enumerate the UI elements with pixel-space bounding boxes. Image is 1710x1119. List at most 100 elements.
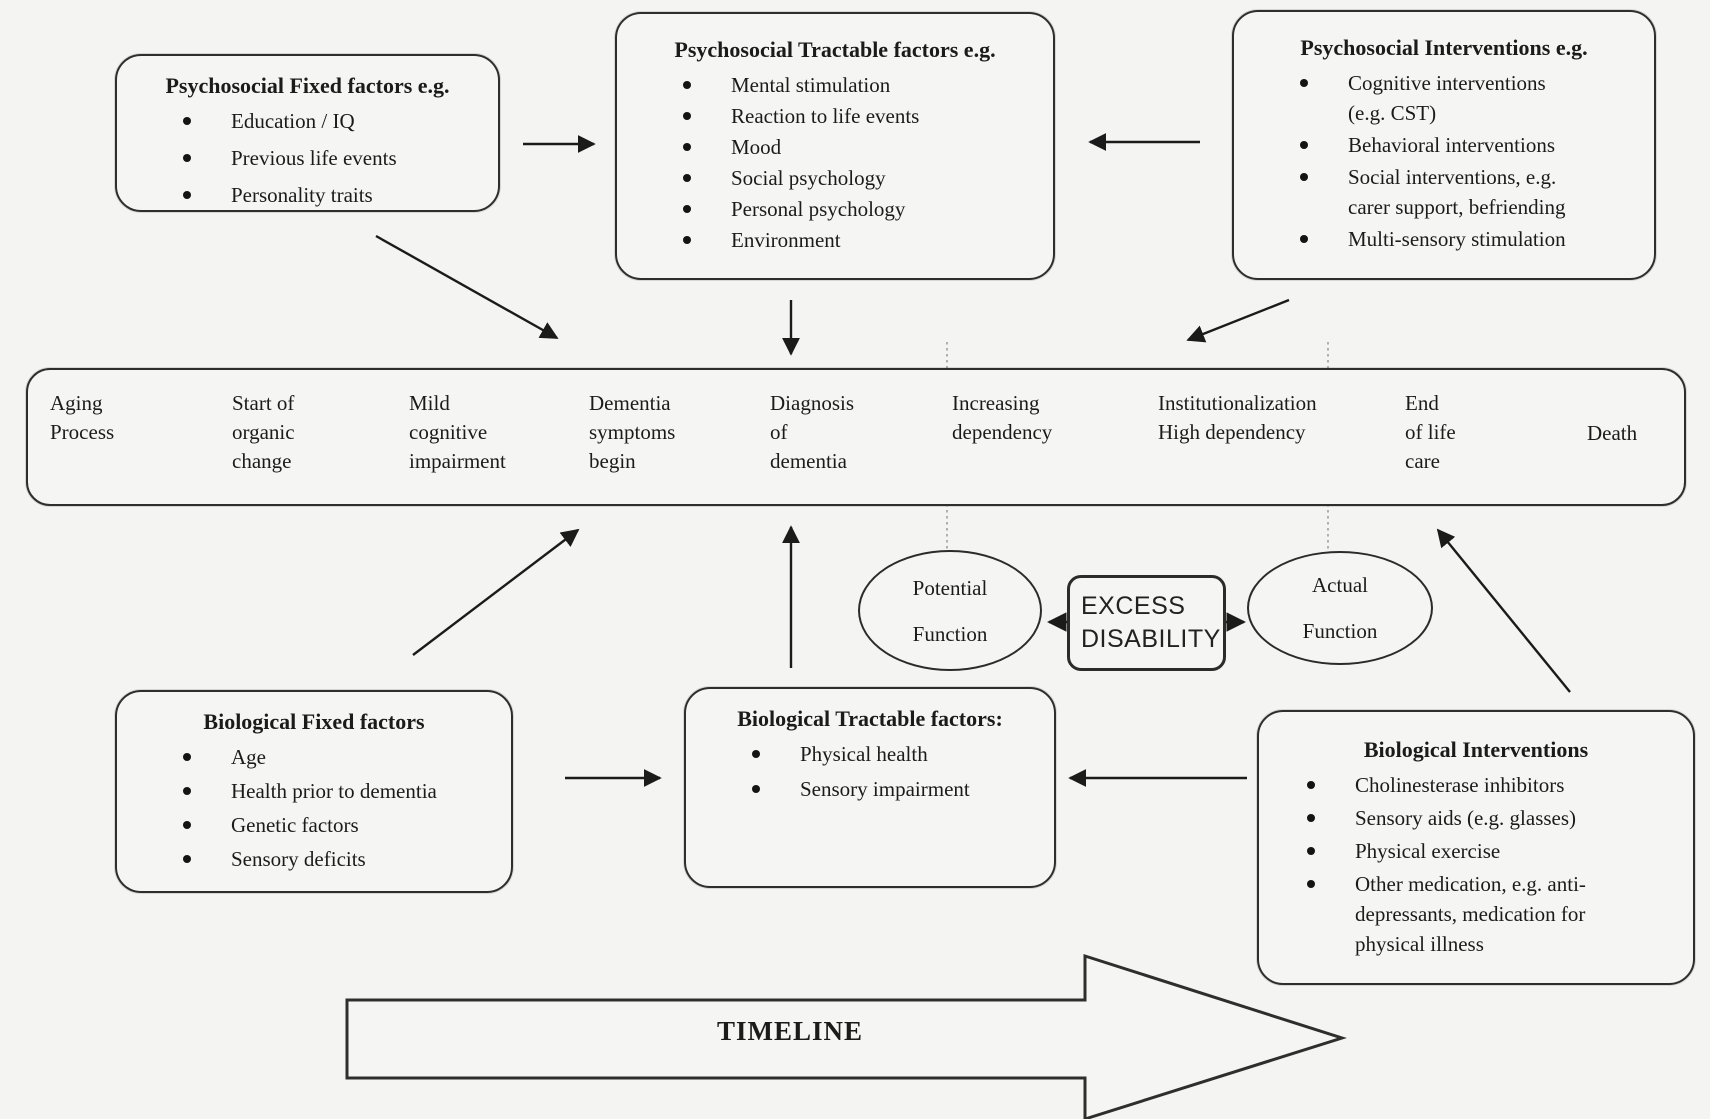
excess-disability-box: EXCESS DISABILITY: [1067, 575, 1226, 671]
biological-fixed-title: Biological Fixed factors: [203, 709, 425, 734]
bullet-icon: [1307, 847, 1315, 855]
list-item-text: Other medication, e.g. anti- depressants…: [1355, 872, 1586, 956]
list-item: Previous life events: [181, 143, 492, 173]
bullet-icon: [183, 191, 191, 199]
list-item-text: Mental stimulation: [731, 73, 891, 97]
stage-start-organic-change: Start of organic change: [232, 391, 295, 473]
psychosocial-tractable-title: Psychosocial Tractable factors e.g.: [674, 37, 996, 62]
list-item: Sensory impairment: [750, 774, 1048, 804]
biological-tractable-title: Biological Tractable factors:: [737, 706, 1003, 731]
list-item: Education / IQ: [181, 106, 492, 136]
list-item-text: Sensory deficits: [231, 847, 366, 871]
list-item-text: Education / IQ: [231, 109, 355, 133]
list-item: Cognitive interventions (e.g. CST): [1298, 68, 1648, 128]
list-item: Other medication, e.g. anti- depressants…: [1305, 869, 1687, 959]
list-item-text: Genetic factors: [231, 813, 359, 837]
arrow-psyfixed-to-timeline: [375, 234, 559, 340]
list-item: Reaction to life events: [681, 101, 1047, 131]
list-item: Personality traits: [181, 180, 492, 210]
list-item-text: Personality traits: [231, 183, 373, 207]
list-item: Environment: [681, 225, 1047, 255]
potential-function-ellipse: Potential Function: [858, 550, 1042, 671]
list-item: Sensory aids (e.g. glasses): [1305, 803, 1687, 833]
bullet-icon: [683, 112, 691, 120]
psychosocial-tractable-box: Psychosocial Tractable factors e.g. Ment…: [615, 12, 1055, 280]
list-item-text: Multi-sensory stimulation: [1348, 227, 1566, 251]
bullet-icon: [183, 821, 191, 829]
list-item: Physical exercise: [1305, 836, 1687, 866]
list-item: Personal psychology: [681, 194, 1047, 224]
list-item: Social interventions, e.g. carer support…: [1298, 162, 1648, 222]
list-item: Mood: [681, 132, 1047, 162]
list-item-text: Sensory aids (e.g. glasses): [1355, 806, 1577, 830]
bullet-icon: [683, 236, 691, 244]
bullet-icon: [752, 785, 760, 793]
list-item-text: Previous life events: [231, 146, 397, 170]
list-item: Cholinesterase inhibitors: [1305, 770, 1687, 800]
list-item-text: Mood: [731, 135, 782, 159]
psychosocial-fixed-title: Psychosocial Fixed factors e.g.: [165, 73, 450, 98]
list-item: Physical health: [750, 739, 1048, 769]
list-item-text: Cholinesterase inhibitors: [1355, 773, 1565, 797]
bullet-icon: [683, 81, 691, 89]
list-item-text: Health prior to dementia: [231, 779, 437, 803]
bullet-icon: [1307, 880, 1315, 888]
timeline-bar: [26, 368, 1686, 506]
list-item: Social psychology: [681, 163, 1047, 193]
list-item: Sensory deficits: [181, 844, 505, 874]
list-item-text: Social psychology: [731, 166, 886, 190]
list-item-text: Social interventions, e.g. carer support…: [1348, 165, 1566, 219]
arrow-biointerventions-to-timeline: [1436, 528, 1571, 693]
biological-tractable-box: Biological Tractable factors: Physical h…: [684, 687, 1056, 888]
bullet-icon: [183, 753, 191, 761]
list-item-text: Age: [231, 745, 266, 769]
psychosocial-interventions-box: Psychosocial Interventions e.g. Cognitiv…: [1232, 10, 1656, 280]
actual-function-ellipse: Actual Function: [1247, 551, 1433, 665]
bullet-icon: [752, 750, 760, 758]
bullet-icon: [1300, 79, 1308, 87]
psychosocial-interventions-title: Psychosocial Interventions e.g.: [1300, 35, 1588, 60]
bullet-icon: [683, 143, 691, 151]
list-item-text: Sensory impairment: [800, 777, 970, 801]
bullet-icon: [183, 154, 191, 162]
bullet-icon: [183, 855, 191, 863]
list-item-text: Personal psychology: [731, 197, 906, 221]
list-item-text: Physical exercise: [1355, 839, 1501, 863]
list-item-text: Reaction to life events: [731, 104, 920, 128]
bullet-icon: [683, 205, 691, 213]
bullet-icon: [1307, 781, 1315, 789]
bullet-icon: [183, 117, 191, 125]
list-item-text: Physical health: [800, 742, 928, 766]
stage-death: Death: [1587, 421, 1638, 445]
stage-mild-cognitive-impairment: Mild cognitive impairment: [409, 391, 506, 473]
stage-diagnosis-of-dementia: Diagnosis of dementia: [770, 391, 854, 473]
bullet-icon: [1300, 235, 1308, 243]
stage-institutionalization: Institutionalization High dependency: [1158, 391, 1317, 444]
bullet-icon: [1300, 173, 1308, 181]
psychosocial-interventions-list: Cognitive interventions (e.g. CST) Behavi…: [1234, 68, 1654, 254]
list-item: Age: [181, 742, 505, 772]
arrow-psyinterventions-to-timeline: [1186, 298, 1290, 343]
arrow-biofixed-to-timeline: [412, 528, 580, 656]
bullet-icon: [183, 787, 191, 795]
biological-interventions-title: Biological Interventions: [1363, 737, 1589, 762]
stage-increasing-dependency: Increasing dependency: [952, 391, 1053, 444]
stage-aging-process: Aging Process: [50, 391, 115, 444]
bullet-icon: [683, 174, 691, 182]
bullet-icon: [1300, 141, 1308, 149]
list-item: Multi-sensory stimulation: [1298, 224, 1648, 254]
biological-interventions-box: Biological Interventions Cholinesterase …: [1257, 710, 1695, 985]
list-item: Genetic factors: [181, 810, 505, 840]
stage-end-of-life-care: End of life care: [1405, 391, 1456, 473]
timeline-arrow-label: TIMELINE: [716, 1016, 864, 1046]
list-item: Behavioral interventions: [1298, 130, 1648, 160]
list-item-text: Behavioral interventions: [1348, 133, 1556, 157]
list-item-text: Cognitive interventions (e.g. CST): [1348, 71, 1546, 125]
